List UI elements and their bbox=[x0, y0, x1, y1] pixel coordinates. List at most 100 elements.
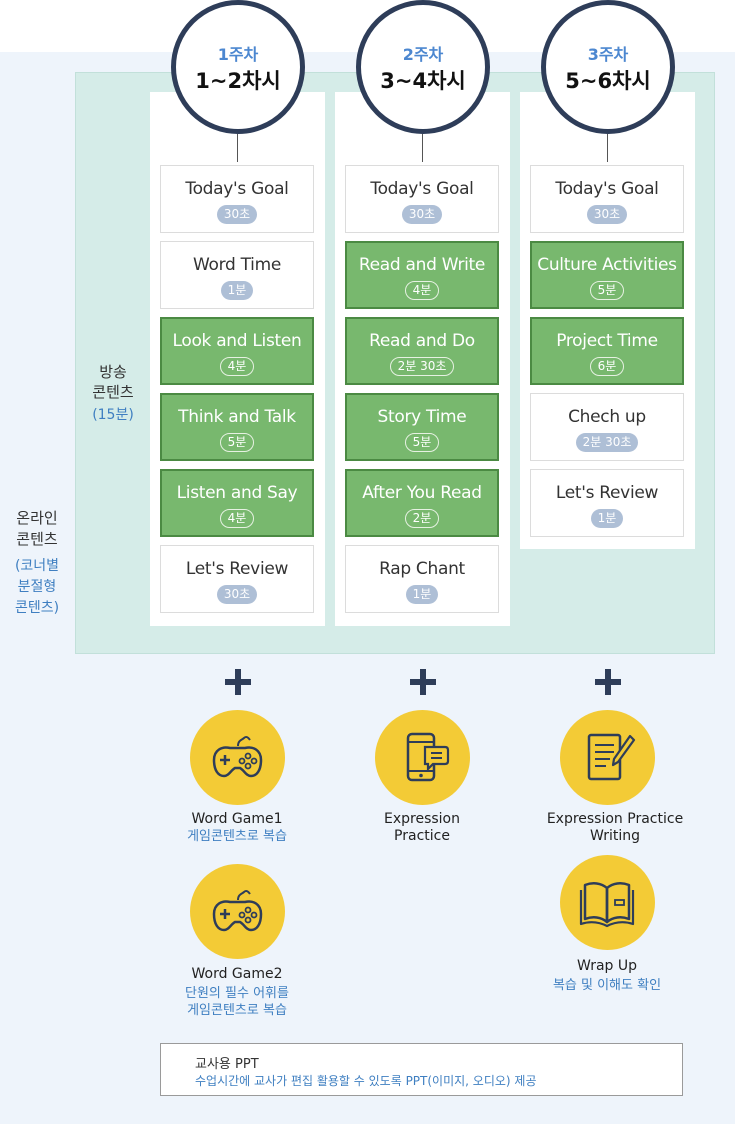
week-circle: 3주차 5~6차시 bbox=[541, 0, 675, 134]
word-game1-desc: 게임콘텐츠로 복습 bbox=[187, 829, 287, 844]
activity-title: Project Time bbox=[556, 331, 658, 351]
activity-card: Chech up 2분 30초 bbox=[530, 393, 684, 461]
wrap-up-title: Wrap Up bbox=[576, 958, 638, 974]
activity-card: Today's Goal 30초 bbox=[160, 165, 314, 233]
teacher-ppt-desc: 수업시간에 교사가 편집 활용할 수 있도록 PPT(이미지, 오디오) 제공 bbox=[195, 1074, 537, 1088]
activity-card: Rap Chant 1분 bbox=[345, 545, 499, 613]
duration-badge: 5분 bbox=[219, 433, 255, 452]
activity-card: Let's Review 1분 bbox=[530, 469, 684, 537]
online-sub-line2: 분절형 bbox=[17, 579, 57, 595]
activity-card: Let's Review 30초 bbox=[160, 545, 314, 613]
week-number: 1주차 bbox=[217, 45, 259, 64]
week-circle: 2주차 3~4차시 bbox=[356, 0, 490, 134]
word-game2-desc-line2: 게임콘텐츠로 복습 bbox=[187, 1003, 287, 1018]
gamepad-icon bbox=[190, 864, 285, 959]
session-range: 3~4차시 bbox=[380, 69, 466, 93]
session-range: 1~2차시 bbox=[195, 69, 281, 93]
activity-card: Story Time 5분 bbox=[345, 393, 499, 461]
word-game2-label: Word Game2 단원의 필수 어휘를 게임콘텐츠로 복습 bbox=[137, 966, 337, 1019]
activity-card: Project Time 6분 bbox=[530, 317, 684, 385]
teacher-ppt-box: 교사용 PPT 수업시간에 교사가 편집 활용할 수 있도록 PPT(이미지, … bbox=[160, 1043, 683, 1096]
notepad-pen-icon bbox=[560, 710, 655, 805]
activity-title: Listen and Say bbox=[176, 483, 298, 503]
broadcast-label-line1: 방송 bbox=[99, 363, 127, 381]
activity-title: Today's Goal bbox=[555, 179, 659, 199]
duration-badge: 4분 bbox=[219, 357, 255, 376]
phone-chat-icon bbox=[375, 710, 470, 805]
activity-title: Chech up bbox=[568, 407, 646, 427]
week-number: 2주차 bbox=[402, 45, 444, 64]
duration-badge: 5분 bbox=[404, 433, 440, 452]
word-game1-label: Word Game1 게임콘텐츠로 복습 bbox=[137, 811, 337, 845]
word-game2-title: Word Game2 bbox=[191, 966, 283, 982]
activity-title: Today's Goal bbox=[370, 179, 474, 199]
duration-badge: 4분 bbox=[219, 509, 255, 528]
online-sub-line3: 콘텐츠) bbox=[14, 600, 60, 616]
activity-card: Read and Do 2분 30초 bbox=[345, 317, 499, 385]
gamepad-icon bbox=[190, 710, 285, 805]
activity-title: Word Time bbox=[192, 255, 281, 275]
connector-line bbox=[422, 134, 423, 162]
online-label-line2: 콘텐츠 bbox=[16, 530, 58, 548]
activity-card: Listen and Say 4분 bbox=[160, 469, 314, 537]
activity-title: Read and Do bbox=[369, 331, 475, 351]
activity-title: Today's Goal bbox=[185, 179, 289, 199]
activity-title: Culture Activities bbox=[537, 255, 677, 275]
activity-card: Culture Activities 5분 bbox=[530, 241, 684, 309]
duration-badge: 30초 bbox=[586, 205, 628, 224]
activity-title: Rap Chant bbox=[379, 559, 465, 579]
connector-line bbox=[237, 134, 238, 162]
week-circle: 1주차 1~2차시 bbox=[171, 0, 305, 134]
duration-badge: 1분 bbox=[590, 509, 624, 528]
expression-practice-label: Expression Practice bbox=[322, 811, 522, 845]
duration-badge: 30초 bbox=[216, 205, 258, 224]
plus-icon bbox=[595, 669, 621, 695]
duration-badge: 1분 bbox=[220, 281, 254, 300]
wrap-up-label: Wrap Up 복습 및 이해도 확인 bbox=[507, 958, 707, 994]
expression-practice-title-line2: Practice bbox=[394, 828, 450, 844]
activity-card: Today's Goal 30초 bbox=[345, 165, 499, 233]
word-game2-desc-line1: 단원의 필수 어휘를 bbox=[185, 986, 289, 1001]
duration-badge: 4분 bbox=[404, 281, 440, 300]
expression-writing-title-line1: Expression Practice bbox=[546, 811, 684, 827]
expression-writing-label: Expression Practice Writing bbox=[515, 811, 715, 845]
session-range: 5~6차시 bbox=[565, 69, 651, 93]
activity-card: Look and Listen 4분 bbox=[160, 317, 314, 385]
online-label-line1: 온라인 bbox=[16, 509, 58, 527]
plus-icon bbox=[410, 669, 436, 695]
duration-badge: 2분 bbox=[404, 509, 440, 528]
week-number: 3주차 bbox=[587, 45, 629, 64]
activity-card: Think and Talk 5분 bbox=[160, 393, 314, 461]
duration-badge: 5분 bbox=[589, 281, 625, 300]
broadcast-label-duration: (15분) bbox=[92, 407, 134, 423]
activity-card: Today's Goal 30초 bbox=[530, 165, 684, 233]
activity-card: After You Read 2분 bbox=[345, 469, 499, 537]
broadcast-label-line2: 콘텐츠 bbox=[92, 383, 134, 401]
activity-title: Read and Write bbox=[358, 255, 486, 275]
online-content-label: 온라인 콘텐츠 (코너별 분절형 콘텐츠) bbox=[0, 508, 74, 619]
activity-title: Let's Review bbox=[555, 483, 659, 503]
activity-title: After You Read bbox=[362, 483, 482, 503]
connector-line bbox=[607, 134, 608, 162]
teacher-ppt-title: 교사용 PPT bbox=[195, 1057, 259, 1072]
wrap-up-desc: 복습 및 이해도 확인 bbox=[552, 978, 662, 993]
broadcast-content-label: 방송 콘텐츠 (15분) bbox=[80, 362, 146, 425]
activity-card: Word Time 1분 bbox=[160, 241, 314, 309]
activity-card: Read and Write 4분 bbox=[345, 241, 499, 309]
activity-title: Let's Review bbox=[185, 559, 289, 579]
expression-practice-title-line1: Expression bbox=[384, 811, 460, 827]
online-sub-line1: (코너별 bbox=[14, 558, 60, 574]
duration-badge: 30초 bbox=[401, 205, 443, 224]
activity-title: Look and Listen bbox=[172, 331, 302, 351]
expression-writing-title-line2: Writing bbox=[590, 828, 640, 844]
duration-badge: 2분 30초 bbox=[389, 357, 455, 376]
plus-icon bbox=[225, 669, 251, 695]
activity-title: Think and Talk bbox=[178, 407, 296, 427]
duration-badge: 6분 bbox=[589, 357, 625, 376]
duration-badge: 30초 bbox=[216, 585, 258, 604]
duration-badge: 1분 bbox=[405, 585, 439, 604]
duration-badge: 2분 30초 bbox=[575, 433, 639, 452]
open-book-icon bbox=[560, 855, 655, 950]
word-game1-title: Word Game1 bbox=[191, 811, 283, 827]
activity-title: Story Time bbox=[377, 407, 467, 427]
